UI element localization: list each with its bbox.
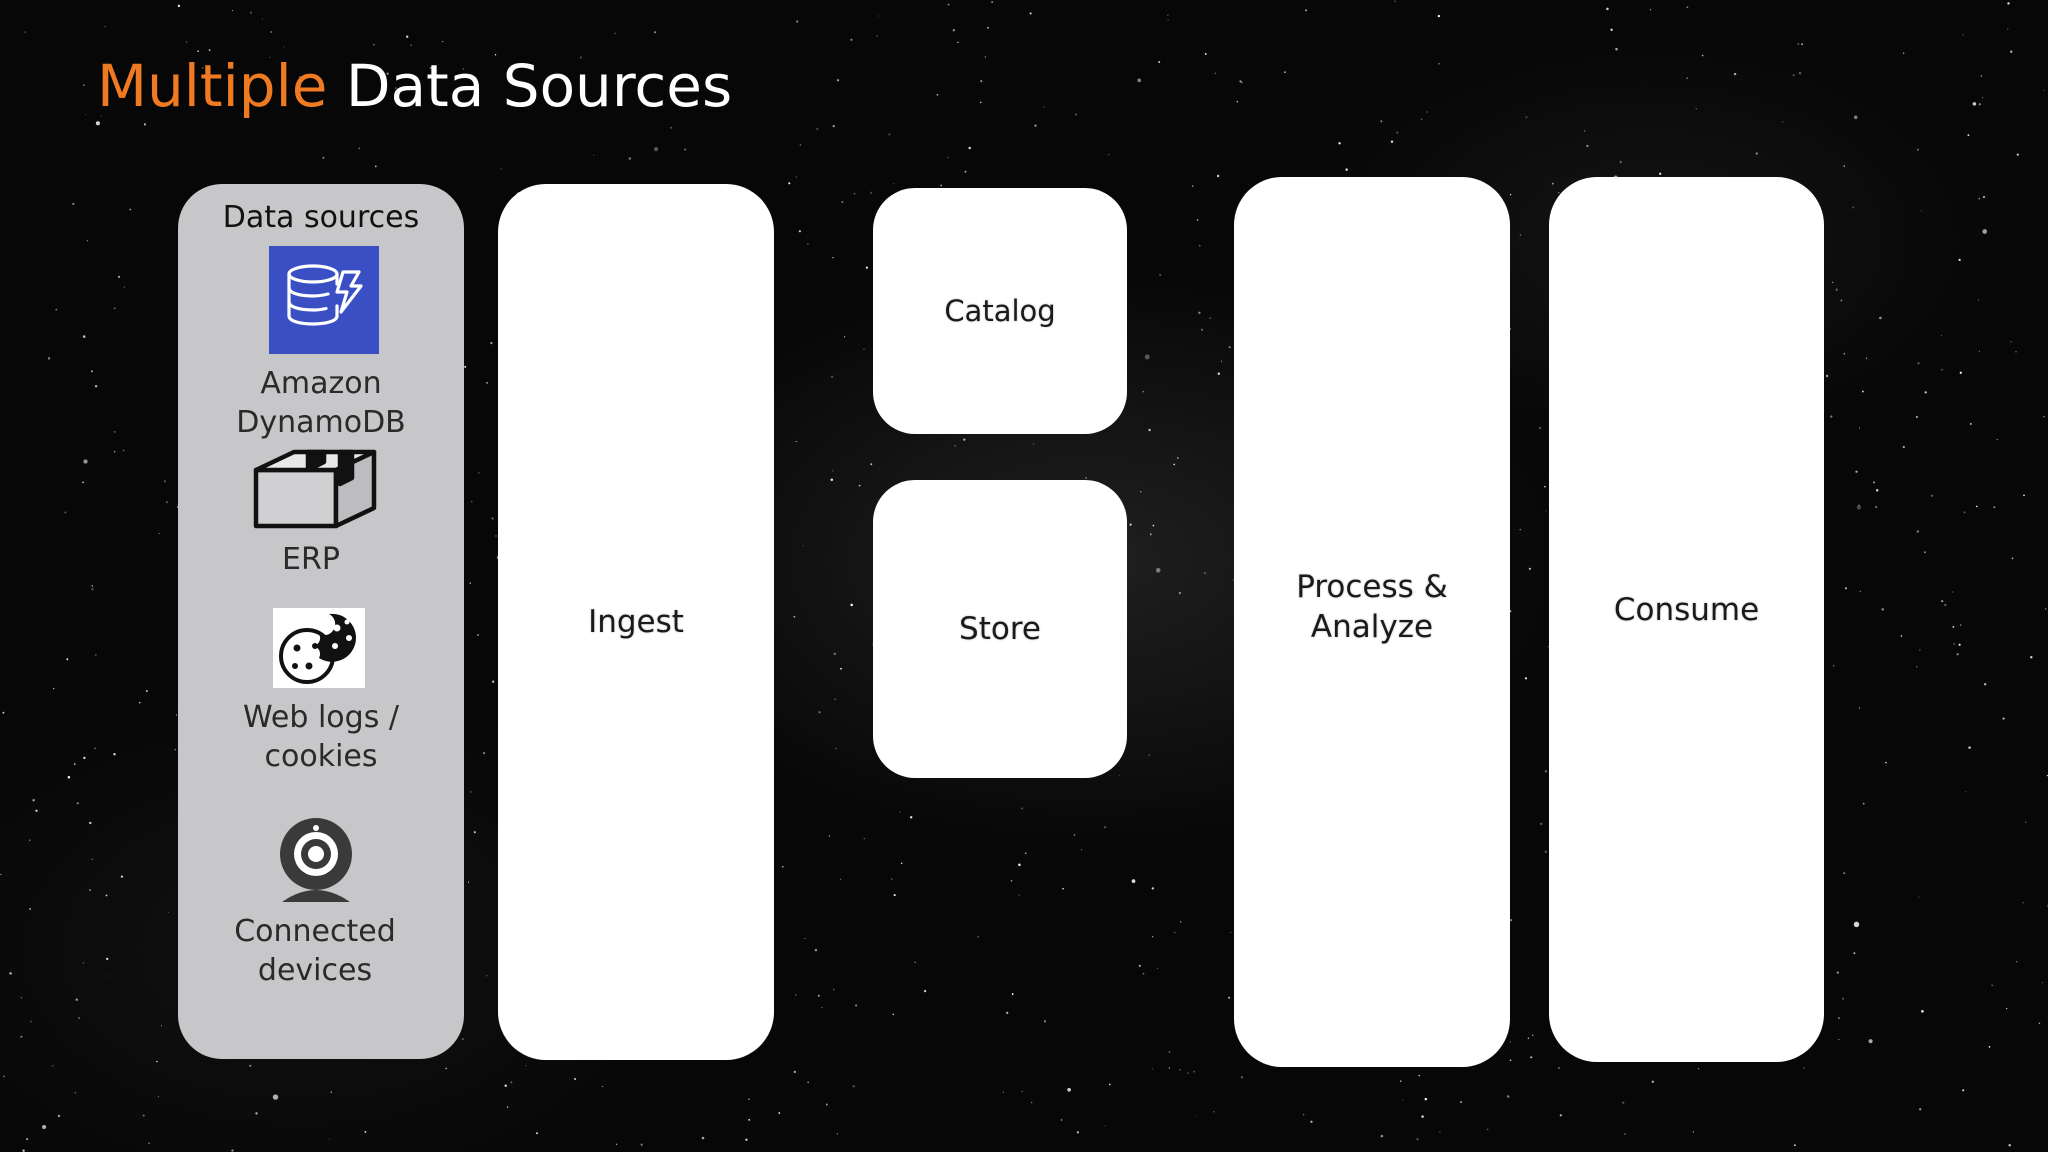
data-sources-heading: Data sources (222, 200, 420, 235)
cookie-icon (273, 608, 365, 688)
webcam-icon (274, 816, 358, 906)
box-icon (252, 448, 378, 530)
title-accent: Multiple (97, 52, 328, 120)
devices-label-line2: devices (257, 953, 373, 988)
catalog-panel: Catalog (873, 188, 1127, 434)
weblogs-label-line1: Web logs / (243, 700, 399, 735)
data-sources-panel: Data sources Amazon DynamoDB (178, 184, 464, 1059)
process-label-line2: Analyze (1310, 609, 1434, 645)
store-label: Store (959, 611, 1041, 647)
ingest-panel: Ingest (498, 184, 774, 1060)
consume-panel: Consume (1549, 177, 1824, 1062)
consume-label: Consume (1613, 591, 1760, 628)
process-analyze-label: Process & Analyze (1296, 567, 1448, 647)
slide-title: Multiple Data Sources (97, 48, 732, 124)
dynamodb-label-line2: DynamoDB (236, 405, 406, 440)
erp-label: ERP (282, 542, 340, 577)
devices-label-line1: Connected (234, 914, 396, 949)
weblogs-label-line2: cookies (264, 739, 378, 774)
ingest-label: Ingest (588, 604, 684, 640)
process-analyze-panel: Process & Analyze (1234, 177, 1510, 1067)
dynamodb-label-line1: Amazon (260, 366, 382, 401)
title-rest: Data Sources (345, 52, 733, 120)
process-label-line1: Process & (1296, 569, 1448, 605)
store-panel: Store (873, 480, 1127, 778)
dynamodb-icon (269, 246, 379, 354)
catalog-label: Catalog (944, 294, 1056, 328)
